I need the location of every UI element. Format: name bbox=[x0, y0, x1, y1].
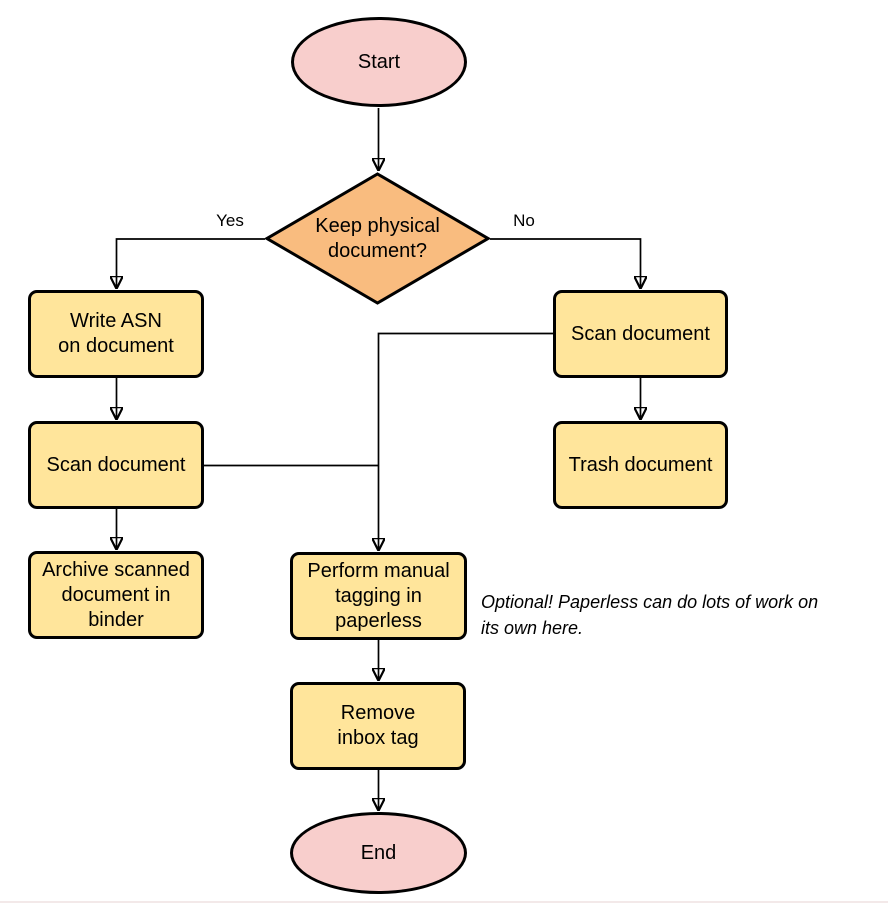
node-tagging-label: Perform manual tagging in paperless bbox=[307, 559, 450, 632]
node-end: End bbox=[290, 812, 467, 894]
node-archive-label: Archive scanned document in binder bbox=[42, 558, 190, 631]
annotation-optional-note: Optional! Paperless can do lots of work … bbox=[481, 592, 819, 638]
edge-label-yes: Yes bbox=[203, 211, 257, 231]
node-start-label: Start bbox=[357, 50, 401, 73]
node-end-label: End bbox=[360, 841, 397, 864]
node-scan-document-left: Scan document bbox=[28, 421, 204, 509]
node-archive-in-binder: Archive scanned document in binder bbox=[28, 551, 204, 639]
page-bottom-divider bbox=[0, 901, 888, 903]
node-scan-document-right: Scan document bbox=[553, 290, 728, 378]
node-decision-label: Keep physical document? bbox=[315, 214, 440, 262]
edge-label-no: No bbox=[498, 211, 550, 231]
node-trash-label: Trash document bbox=[568, 453, 713, 476]
edge-decision-yes-to-write-asn bbox=[117, 238, 265, 287]
edge-scan-right-to-tagging bbox=[379, 332, 553, 550]
node-write-asn: Write ASN on document bbox=[28, 290, 204, 378]
node-decision-keep-physical: Keep physical document? bbox=[265, 172, 490, 305]
node-start: Start bbox=[291, 17, 467, 107]
node-scan-left-label: Scan document bbox=[46, 453, 186, 476]
node-scan-right-label: Scan document bbox=[571, 322, 710, 345]
node-remove-inbox-tag: Remove inbox tag bbox=[290, 682, 466, 770]
edge-decision-no-to-scan-right bbox=[490, 238, 641, 287]
node-manual-tagging: Perform manual tagging in paperless bbox=[290, 552, 467, 640]
diamond-shape bbox=[265, 172, 490, 305]
node-trash-document: Trash document bbox=[553, 421, 728, 509]
node-remove-inbox-label: Remove inbox tag bbox=[337, 702, 419, 749]
node-write-asn-label: Write ASN on document bbox=[58, 310, 174, 357]
